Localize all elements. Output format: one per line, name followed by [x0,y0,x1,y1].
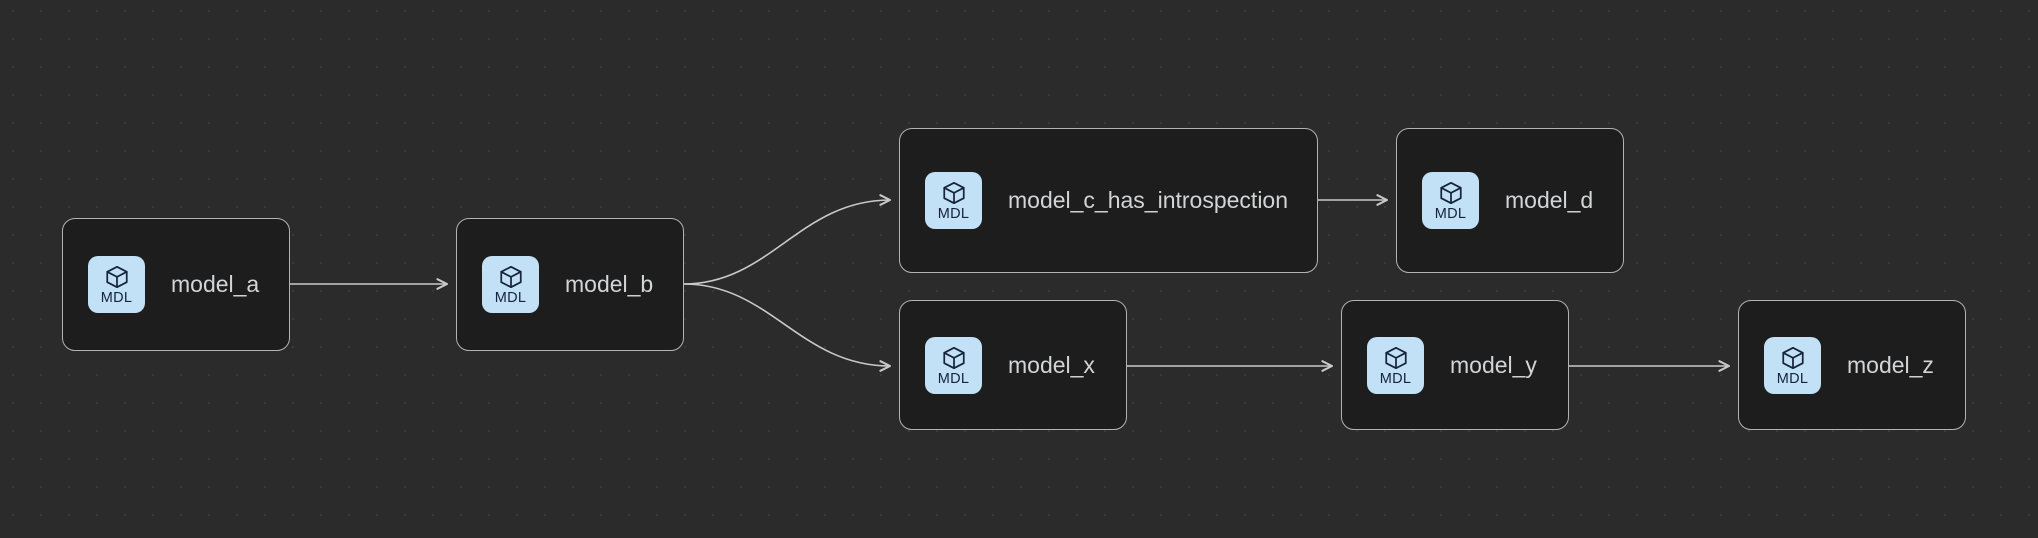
graph-node-label: model_x [1008,351,1095,378]
model-badge-label: MDL [937,206,970,223]
cube-icon [941,179,967,206]
model-badge: MDL [88,256,145,313]
model-badge: MDL [482,256,539,313]
cube-icon [1780,344,1806,371]
graph-node-label: model_z [1847,351,1934,378]
graph-node-model-b[interactable]: MDL model_b [456,218,684,351]
cube-icon [1438,179,1464,206]
cube-icon [1383,344,1409,371]
graph-node-model-d[interactable]: MDL model_d [1396,128,1624,273]
graph-node-label: model_a [171,271,260,297]
graph-node-label: model_b [565,271,654,297]
model-badge: MDL [925,336,982,394]
model-badge-label: MDL [100,290,133,307]
cube-icon [941,344,967,371]
graph-node-model-a[interactable]: MDL model_a [62,218,290,351]
graph-node-model-c-has-introspection[interactable]: MDL model_c_has_introspection [899,128,1318,273]
model-badge: MDL [1367,336,1424,394]
cube-icon [104,263,130,290]
edge-model-b-to-model-c [683,194,892,285]
edge-model-b-to-model-x [683,283,892,372]
graph-node-label: model_c_has_introspection [1008,187,1289,213]
model-badge: MDL [1764,336,1821,394]
graph-node-model-y[interactable]: MDL model_y [1341,300,1569,430]
model-badge: MDL [925,172,982,229]
model-badge: MDL [1422,172,1479,229]
graph-node-label: model_y [1450,351,1537,378]
graph-node-model-z[interactable]: MDL model_z [1738,300,1966,430]
model-badge-label: MDL [1776,370,1809,387]
model-badge-label: MDL [494,290,527,307]
graph-node-label: model_d [1505,187,1594,213]
cube-icon [498,263,524,290]
model-badge-label: MDL [937,370,970,387]
model-badge-label: MDL [1379,370,1412,387]
graph-node-model-x[interactable]: MDL model_x [899,300,1127,430]
model-badge-label: MDL [1434,206,1467,223]
